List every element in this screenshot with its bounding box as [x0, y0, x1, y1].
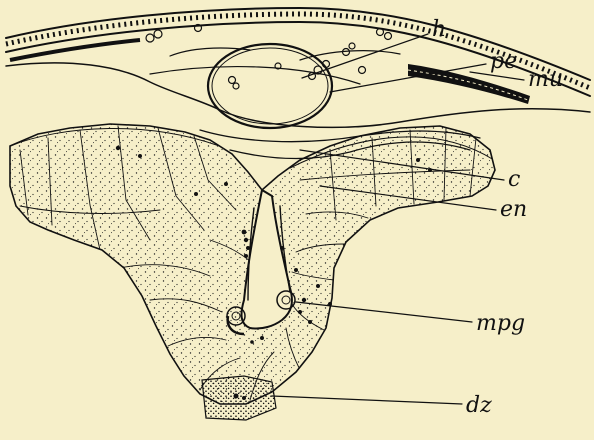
label-h: h [432, 17, 446, 42]
label-mu: mu [528, 67, 563, 92]
label-mpg: mpg [476, 311, 525, 336]
label-pe: pe [490, 49, 517, 74]
label-c: c [508, 167, 520, 192]
leader-line-dz [272, 396, 462, 404]
label-dz: dz [466, 393, 492, 418]
label-en: en [500, 197, 527, 222]
